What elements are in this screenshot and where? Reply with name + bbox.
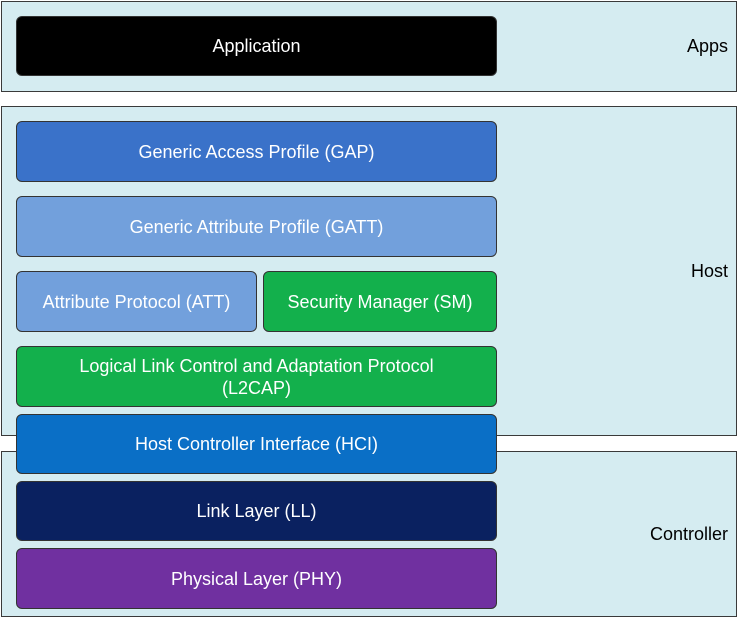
sm-block: Security Manager (SM) [263,271,497,332]
gatt-label: Generic Attribute Profile (GATT) [129,216,384,237]
application-label: Application [212,36,301,56]
gap-block: Generic Access Profile (GAP) [16,121,497,182]
att-block: Attribute Protocol (ATT) [16,271,257,332]
gatt-block: Generic Attribute Profile (GATT) [16,196,497,257]
controller-label: Controller [649,524,728,544]
l2cap-label-line1: Logical Link Control and Adaptation Prot… [79,355,434,376]
sm-label: Security Manager (SM) [287,291,473,312]
phy-block: Physical Layer (PHY) [16,548,497,609]
ll-block: Link Layer (LL) [16,481,497,541]
hci-label: Host Controller Interface (HCI) [134,434,379,454]
ll-label: Link Layer (LL) [196,501,317,521]
l2cap-label-line2: (L2CAP) [221,377,292,398]
att-label: Attribute Protocol (ATT) [42,291,231,312]
gap-label: Generic Access Profile (GAP) [138,141,375,162]
host-label: Host [690,261,728,281]
l2cap-block: Logical Link Control and Adaptation Prot… [16,346,497,407]
apps-label: Apps [686,36,728,56]
application-block: Application [16,16,497,76]
phy-label: Physical Layer (PHY) [170,568,343,589]
hci-block: Host Controller Interface (HCI) [16,414,497,474]
